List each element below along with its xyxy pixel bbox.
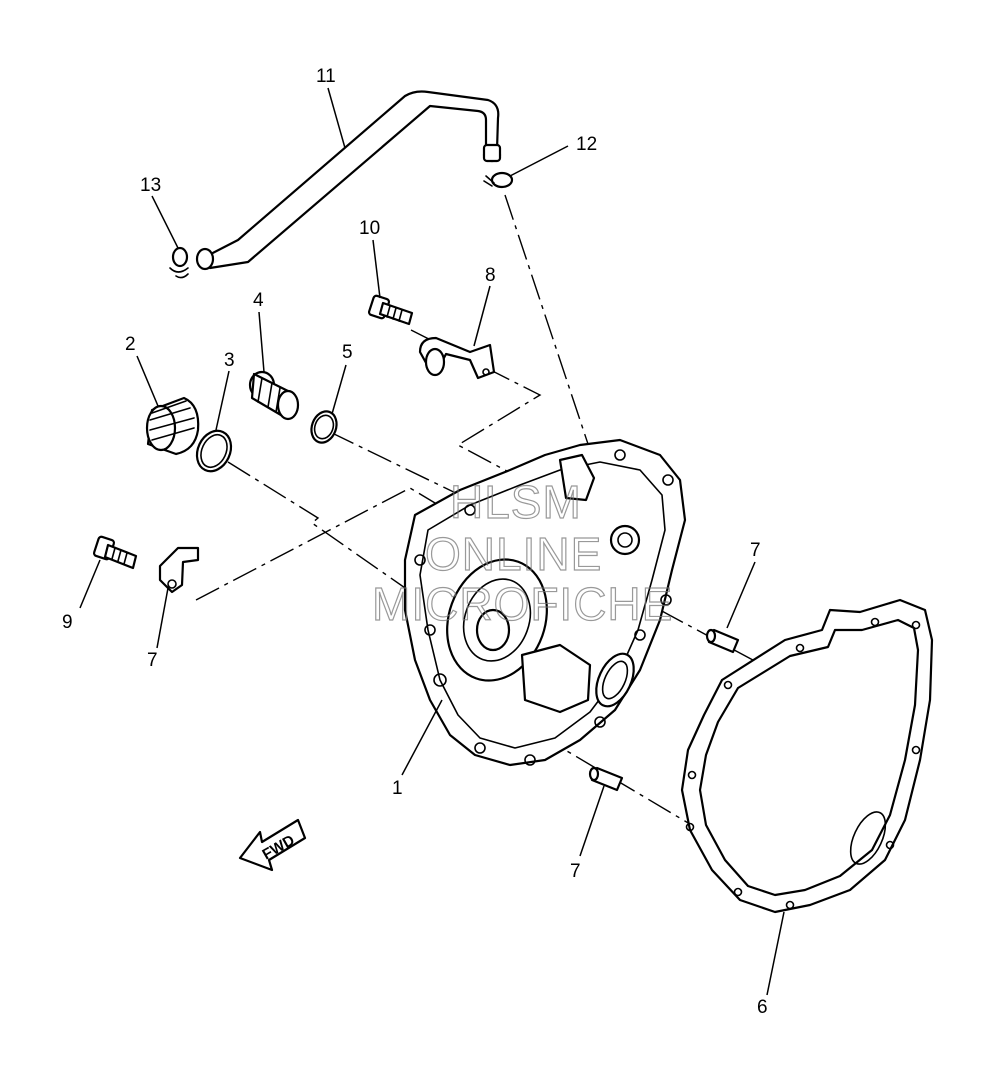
callout-5: 5 — [342, 342, 353, 363]
o-ring-5[interactable] — [307, 408, 340, 446]
fwd-direction-arrow: FWD — [238, 818, 307, 872]
breather-hose[interactable] — [195, 90, 502, 271]
callout-6: 6 — [757, 997, 768, 1018]
dowel-pin-lower[interactable] — [588, 766, 624, 792]
plug-2[interactable] — [145, 396, 200, 456]
callout-1: 1 — [392, 778, 403, 799]
callout-13: 12 — [576, 134, 597, 155]
bolt-11[interactable] — [367, 294, 414, 326]
watermark-line-1: HLSM — [450, 476, 582, 528]
hose-clip-13[interactable] — [483, 171, 514, 189]
watermark: HLSM ONLINE MICROFICHE — [371, 475, 673, 630]
leader-lines — [79, 87, 785, 996]
bracket-8[interactable] — [158, 546, 200, 594]
watermark-line-2: ONLINE — [425, 528, 602, 580]
callout-7-upper: 7 — [750, 540, 761, 561]
bolt-10[interactable] — [92, 535, 138, 570]
gasket-6[interactable] — [680, 598, 934, 914]
callout-4: 4 — [253, 290, 264, 311]
hose-clip-14[interactable] — [169, 246, 189, 279]
watermark-line-3: MICROFICHE — [372, 578, 673, 630]
callout-3: 3 — [224, 350, 235, 371]
dowel-pin-upper[interactable] — [705, 628, 740, 654]
callout-7-lower: 7 — [570, 861, 581, 882]
o-ring-3[interactable] — [191, 425, 238, 477]
callout-labels: 11 13 12 10 8 2 4 3 5 9 7 7 1 7 6 — [62, 66, 768, 1018]
callout-10: 9 — [62, 612, 73, 633]
callout-9: 8 — [485, 265, 496, 286]
callout-11: 10 — [359, 218, 380, 239]
callout-2: 2 — [125, 334, 136, 355]
callout-14: 13 — [140, 175, 161, 196]
callout-12: 11 — [316, 66, 336, 87]
clamp-9[interactable] — [418, 336, 496, 380]
callout-8: 7 — [147, 650, 158, 671]
plug-4[interactable] — [248, 370, 300, 421]
crankcase-cover[interactable] — [403, 438, 687, 767]
